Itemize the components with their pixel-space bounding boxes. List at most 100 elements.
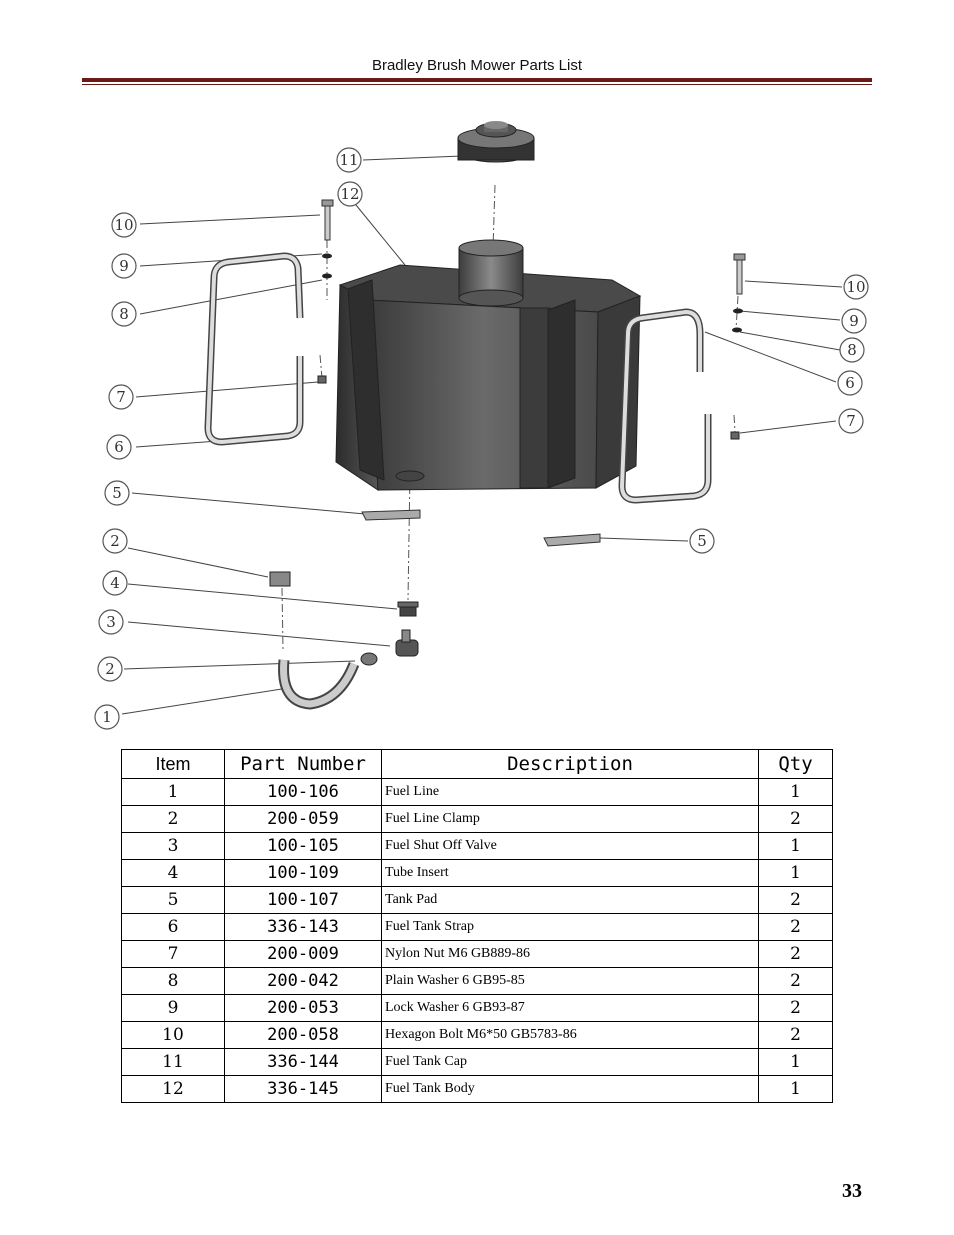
cell-part-number: 100-109 — [224, 859, 382, 887]
cell-item: 4 — [121, 859, 225, 887]
cell-item: 9 — [121, 994, 225, 1022]
callout-label: 8 — [847, 341, 857, 359]
header-qty: Qty — [758, 749, 833, 779]
callout-label: 2 — [105, 660, 115, 678]
cell-description: Fuel Tank Strap — [381, 913, 759, 941]
fuel-tank-body-part — [335, 239, 642, 491]
table-row: 9 200-053 Lock Washer 6 GB93-87 2 — [121, 994, 833, 1022]
callout-label: 4 — [110, 574, 120, 592]
cell-qty: 1 — [758, 832, 833, 860]
cell-part-number: 336-145 — [224, 1075, 382, 1103]
callout-label: 12 — [340, 185, 359, 203]
cell-item: 10 — [121, 1021, 225, 1049]
header-part-number: Part Number — [224, 749, 382, 779]
cell-description: Fuel Line Clamp — [381, 805, 759, 833]
table-header-row: Item Part Number Description Qty — [121, 749, 833, 779]
cell-part-number: 200-042 — [224, 967, 382, 995]
callout-c5L: 5 — [104, 480, 130, 506]
left-strap-part — [204, 252, 304, 446]
callout-c10R: 10 — [843, 274, 869, 300]
cell-part-number: 200-058 — [224, 1021, 382, 1049]
cell-item: 1 — [121, 778, 225, 806]
callout-c2b: 2 — [97, 656, 123, 682]
fuel-tank-cap-part — [457, 121, 535, 163]
cell-description: Nylon Nut M6 GB889-86 — [381, 940, 759, 968]
table-row: 10 200-058 Hexagon Bolt M6*50 GB5783-86 … — [121, 1021, 833, 1049]
cell-item: 11 — [121, 1048, 225, 1076]
cell-description: Fuel Shut Off Valve — [381, 832, 759, 860]
cell-qty: 2 — [758, 886, 833, 914]
table-row: 5 100-107 Tank Pad 2 — [121, 886, 833, 914]
table-row: 7 200-009 Nylon Nut M6 GB889-86 2 — [121, 940, 833, 968]
hardware-left — [317, 199, 334, 384]
cell-item: 8 — [121, 967, 225, 995]
callout-c1: 1 — [94, 704, 120, 730]
callout-c6R: 6 — [837, 370, 863, 396]
table-row: 8 200-042 Plain Washer 6 GB95-85 2 — [121, 967, 833, 995]
cell-qty: 2 — [758, 1021, 833, 1049]
cell-qty: 2 — [758, 994, 833, 1022]
header-rule — [82, 78, 872, 82]
cell-description: Tube Insert — [381, 859, 759, 887]
cell-qty: 2 — [758, 940, 833, 968]
hardware-right — [730, 253, 746, 440]
callout-c9R: 9 — [841, 308, 867, 334]
cell-qty: 2 — [758, 805, 833, 833]
callout-label: 2 — [110, 532, 120, 550]
callout-c7R: 7 — [838, 408, 864, 434]
cell-item: 6 — [121, 913, 225, 941]
callout-label: 6 — [845, 374, 855, 392]
callout-c3: 3 — [98, 609, 124, 635]
table-row: 4 100-109 Tube Insert 1 — [121, 859, 833, 887]
table-row: 1 100-106 Fuel Line 1 — [121, 778, 833, 806]
callout-label: 7 — [846, 412, 856, 430]
cell-item: 12 — [121, 1075, 225, 1103]
callout-c2a: 2 — [102, 528, 128, 554]
callout-label: 1 — [102, 708, 112, 726]
cell-description: Hexagon Bolt M6*50 GB5783-86 — [381, 1021, 759, 1049]
callout-label: 9 — [119, 257, 129, 275]
callout-c8R: 8 — [839, 337, 865, 363]
parts-table: Item Part Number Description Qty 1 100-1… — [121, 749, 833, 1103]
callout-c7L: 7 — [108, 384, 134, 410]
cell-qty: 1 — [758, 859, 833, 887]
page-number: 33 — [842, 1180, 862, 1202]
callout-c10L: 10 — [111, 212, 137, 238]
cell-part-number: 100-106 — [224, 778, 382, 806]
header-description: Description — [381, 749, 759, 779]
callout-c5R: 5 — [689, 528, 715, 554]
callout-label: 7 — [116, 388, 126, 406]
cell-part-number: 100-107 — [224, 886, 382, 914]
cell-qty: 1 — [758, 1075, 833, 1103]
callout-c4: 4 — [102, 570, 128, 596]
callout-label: 8 — [119, 305, 129, 323]
cell-description: Plain Washer 6 GB95-85 — [381, 967, 759, 995]
callout-label: 5 — [112, 484, 122, 502]
page-header-title: Bradley Brush Mower Parts List — [371, 57, 583, 74]
cell-qty: 2 — [758, 913, 833, 941]
cell-description: Tank Pad — [381, 886, 759, 914]
cell-part-number: 200-009 — [224, 940, 382, 968]
callout-c9L: 9 — [111, 253, 137, 279]
callout-c8L: 8 — [111, 301, 137, 327]
callout-label: 11 — [339, 151, 358, 169]
table-row: 11 336-144 Fuel Tank Cap 1 — [121, 1048, 833, 1076]
table-row: 3 100-105 Fuel Shut Off Valve 1 — [121, 832, 833, 860]
cell-item: 7 — [121, 940, 225, 968]
callout-label: 9 — [849, 312, 859, 330]
cell-description: Fuel Tank Body — [381, 1075, 759, 1103]
table-row: 2 200-059 Fuel Line Clamp 2 — [121, 805, 833, 833]
cell-qty: 1 — [758, 1048, 833, 1076]
cell-part-number: 336-143 — [224, 913, 382, 941]
callout-label: 10 — [114, 216, 133, 234]
leader-lines — [121, 155, 843, 715]
cell-item: 2 — [121, 805, 225, 833]
table-row: 6 336-143 Fuel Tank Strap 2 — [121, 913, 833, 941]
table-row: 12 336-145 Fuel Tank Body 1 — [121, 1075, 833, 1103]
cell-description: Lock Washer 6 GB93-87 — [381, 994, 759, 1022]
cell-description: Fuel Tank Cap — [381, 1048, 759, 1076]
cell-part-number: 336-144 — [224, 1048, 382, 1076]
cell-part-number: 100-105 — [224, 832, 382, 860]
callout-c12: 12 — [337, 181, 363, 207]
